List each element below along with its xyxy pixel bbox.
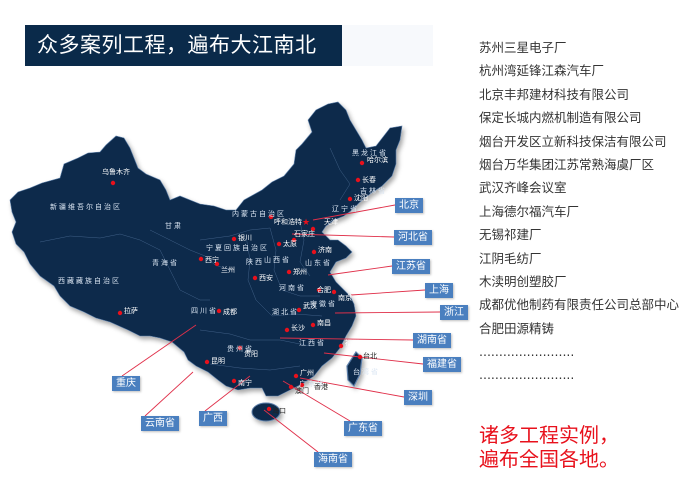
callout-chongqing[interactable]: 重庆 <box>112 376 140 391</box>
city-label: 西宁 <box>205 256 219 264</box>
city-label: 银川 <box>238 234 252 242</box>
company-item: 苏州三星电子厂 <box>479 40 567 55</box>
company-item-ellipsis: ........................ <box>479 367 575 383</box>
city-label: 香港 <box>314 383 328 391</box>
city-label: 台北 <box>363 352 377 360</box>
company-item: 烟台开发区立新科技保洁有限公司 <box>479 133 667 149</box>
company-item: 无锡祁建厂 <box>479 227 542 243</box>
company-item: 武汉齐峰会议室 <box>479 180 567 196</box>
leader-lines <box>121 204 441 453</box>
city-label: 武汉 <box>303 302 317 310</box>
slogan: 诸多工程实例， 遍布全国各地。 <box>479 423 619 471</box>
region-label: 安徽省 <box>310 300 337 308</box>
city-label: 乌鲁木齐 <box>102 168 130 176</box>
taiwan-island <box>346 351 363 388</box>
city-label: 广州 <box>300 369 314 377</box>
callout-guangdong[interactable]: 广东省 <box>344 421 382 436</box>
region-label: 湖北省 <box>272 308 299 316</box>
company-item: 木渎明创塑胶厂 <box>479 273 567 289</box>
company-item: 保定长城内燃机制造有限公司 <box>479 110 642 126</box>
beijing-star-icon: ★ <box>302 218 310 228</box>
city-dots <box>110 160 365 412</box>
city-label: 合肥 <box>317 286 331 294</box>
callout-jiangsu[interactable]: 江苏省 <box>392 259 430 274</box>
city-label: 南宁 <box>238 379 252 387</box>
city-label: 长春 <box>362 176 376 184</box>
city-label: 西安 <box>259 274 273 282</box>
city-label: 成都 <box>223 308 237 316</box>
region-label: 台湾省 <box>353 368 380 376</box>
city-label: 兰州 <box>221 266 235 274</box>
callout-shanghai[interactable]: 上海 <box>425 283 453 298</box>
company-list: 苏州三星电子厂 杭州湾延锋江森汽车厂 北京丰邦建材科技有限公司 保定长城内燃机制… <box>479 36 679 387</box>
callout-hebei[interactable]: 河北省 <box>394 230 432 245</box>
callout-guangxi[interactable]: 广西 <box>199 411 227 426</box>
callout-shenzhen[interactable]: 深圳 <box>404 390 432 405</box>
company-item: 烟台万华集团江苏常熟海虞厂区 <box>479 156 655 172</box>
city-label: 贵阳 <box>244 350 258 358</box>
region-label: 西藏藏族自治区 <box>58 277 121 285</box>
region-label: 贵州省 <box>227 345 254 353</box>
region-label: 甘肃 <box>165 222 183 230</box>
city-label: 济南 <box>318 246 332 254</box>
callout-hunan[interactable]: 湖南省 <box>413 333 451 348</box>
region-label: 江西省 <box>299 339 326 347</box>
city-label: 拉萨 <box>124 307 138 315</box>
city-label: 海口 <box>272 407 286 415</box>
company-item: 杭州湾延锋江森汽车厂 <box>479 63 605 79</box>
city-label: 长沙 <box>291 324 305 332</box>
city-label: 哈尔滨 <box>367 156 388 164</box>
region-label: 山西省 <box>264 256 291 264</box>
city-label: 澳门 <box>295 387 309 395</box>
region-label: 内蒙古自治区 <box>232 210 286 218</box>
callout-beijing[interactable]: 北京 <box>395 198 423 213</box>
company-item: 上海德尔福汽车厂 <box>479 203 580 219</box>
region-label: 宁夏回族自治区 <box>206 244 269 252</box>
city-label: 南京 <box>338 294 352 302</box>
callout-fujian[interactable]: 福建省 <box>423 357 461 372</box>
region-label: 陕西 <box>246 258 264 266</box>
city-label: 石家庄 <box>294 230 315 238</box>
region-label: 吉林省 <box>360 187 387 195</box>
city-label: 沈阳 <box>354 194 368 202</box>
china-map: ★ <box>9 101 441 453</box>
page-title: 众多案列工程，遍布大江南北 <box>37 33 317 57</box>
company-item-ellipsis: ........................ <box>479 344 575 360</box>
region-label: 河南省 <box>279 284 306 292</box>
company-item: 江阴毛纺厂 <box>479 250 542 266</box>
region-label: 四川省 <box>191 307 218 315</box>
callout-zhejiang[interactable]: 浙江 <box>440 305 468 320</box>
region-label: 辽宁省 <box>332 205 359 213</box>
region-label: 黑龙江省 <box>352 149 388 157</box>
city-label: 南昌 <box>317 319 331 327</box>
company-item: 北京丰邦建材科技有限公司 <box>479 86 630 102</box>
region-label: 广东省 <box>299 380 326 388</box>
title-banner <box>25 25 342 66</box>
city-label: 昆明 <box>211 357 225 365</box>
company-item: 成都优他制药有限责任公司总部中心 <box>479 297 680 313</box>
city-label: 郑州 <box>293 268 307 276</box>
region-label: 新疆维吾尔自治区 <box>50 203 122 211</box>
slogan-line-1: 诸多工程实例， <box>479 423 619 447</box>
city-label: 太原 <box>283 240 297 248</box>
slogan-line-2: 遍布全国各地。 <box>479 447 619 471</box>
callout-yunnan[interactable]: 云南省 <box>141 416 179 431</box>
mainland-shape <box>9 101 403 397</box>
region-label: 山东省 <box>305 259 332 267</box>
city-label: 福州 <box>345 339 359 347</box>
region-label: 青海省 <box>152 259 179 267</box>
title-banner-fade <box>342 25 433 66</box>
callout-hainan[interactable]: 海南省 <box>314 452 352 467</box>
city-label: 天津 <box>324 218 338 226</box>
company-item: 合肥田源精铸 <box>479 320 555 336</box>
city-label: 呼和浩特 <box>274 218 302 226</box>
